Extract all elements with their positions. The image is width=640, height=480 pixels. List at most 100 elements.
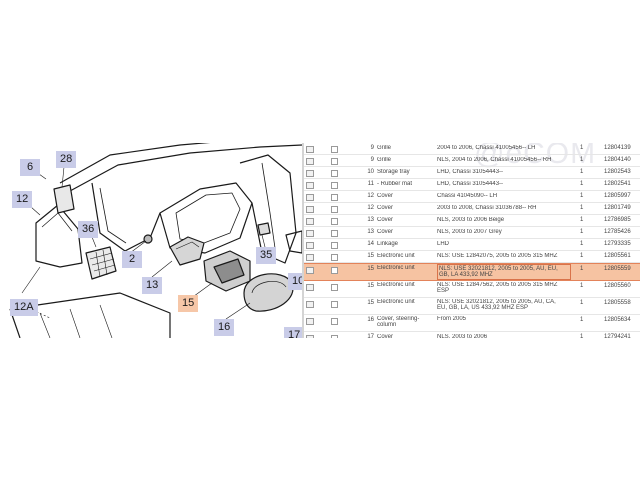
row-view-icon[interactable] [306, 146, 314, 153]
row-quantity: 1 [580, 157, 584, 163]
row-part-name: Grille [377, 145, 392, 151]
row-remark: NLS: USE 12847562, 2005 to 2005 315 MHZ … [437, 282, 558, 294]
row-position: 15 [367, 266, 374, 272]
callout-16[interactable]: 16 [214, 319, 235, 336]
row-view-icon[interactable] [306, 318, 314, 325]
row-view-icon[interactable] [306, 218, 314, 225]
row-quantity: 1 [580, 217, 584, 223]
row-view-icon[interactable] [306, 206, 314, 213]
row-select-checkbox[interactable] [331, 158, 338, 165]
row-select-checkbox[interactable] [331, 284, 338, 291]
row-part-number: 12785426 [604, 229, 631, 235]
row-position: 15 [367, 253, 374, 259]
row-remark: NLS, 2004 to 2006, Chassi 41005456-- RH [437, 157, 552, 163]
row-remark: NLS: USE 32021812, 2005 to 2005, AU, CA,… [437, 299, 556, 311]
panel-divider[interactable] [302, 143, 304, 338]
row-select-checkbox[interactable] [331, 170, 338, 177]
parts-catalog-view: 6 28 12 36 2 13 15 16 35 10 12A 17 @eCOM… [0, 143, 640, 338]
row-select-checkbox[interactable] [331, 230, 338, 237]
row-view-icon[interactable] [306, 284, 314, 291]
row-part-name: Cover [377, 334, 394, 338]
row-part-number: 12804139 [604, 145, 631, 151]
row-part-number: 12805560 [604, 283, 631, 289]
callout-12[interactable]: 12 [12, 191, 33, 208]
row-select-checkbox[interactable] [331, 267, 338, 274]
row-part-name: Electronic unit [377, 253, 415, 259]
row-part-name: Linkage [377, 241, 399, 247]
row-remark: Chassi 41045090-- LH [437, 193, 498, 199]
row-view-icon[interactable] [306, 267, 314, 274]
row-view-icon[interactable] [306, 242, 314, 249]
callout-10[interactable]: 10 [288, 273, 302, 290]
callout-15[interactable]: 15 [178, 295, 199, 312]
row-remark: LHD [437, 241, 450, 247]
row-part-number: 12805997 [604, 193, 631, 199]
row-view-icon[interactable] [306, 182, 314, 189]
row-remark: From 2005 [437, 316, 467, 322]
row-part-number: 12801749 [604, 205, 631, 211]
row-part-name: Cover, steering-column [377, 316, 420, 328]
row-remark: 2003 to 2008, Chassi 31036788-- RH [437, 205, 537, 211]
row-view-icon[interactable] [306, 158, 314, 165]
row-part-name: Electronic unit [377, 265, 415, 271]
row-view-icon[interactable] [306, 230, 314, 237]
row-position: 9 [370, 157, 374, 163]
row-view-icon[interactable] [306, 194, 314, 201]
row-position: 13 [367, 217, 374, 223]
row-select-checkbox[interactable] [331, 206, 338, 213]
row-position: 15 [367, 283, 374, 289]
row-position: 11 [367, 181, 374, 187]
callout-12a[interactable]: 12A [10, 299, 38, 316]
callout-35[interactable]: 35 [256, 247, 277, 264]
row-remark: 2004 to 2006, Chassi 41005456-- LH [437, 145, 536, 151]
row-view-icon[interactable] [306, 301, 314, 308]
diagram-artwork [9, 143, 302, 338]
row-remark: NLS: USE 32021812, 2005 to 2005, AU, EU,… [437, 264, 571, 280]
row-part-number: 12793335 [604, 241, 631, 247]
row-part-name: Electronic unit [377, 299, 415, 305]
row-select-checkbox[interactable] [331, 146, 338, 153]
row-select-checkbox[interactable] [331, 242, 338, 249]
row-position: 13 [367, 229, 374, 235]
row-part-name: Electronic unit [377, 282, 415, 288]
callout-6[interactable]: 6 [20, 159, 40, 176]
row-quantity: 1 [580, 193, 584, 199]
row-view-icon[interactable] [306, 170, 314, 177]
row-select-checkbox[interactable] [331, 301, 338, 308]
letterbox-bottom [0, 338, 640, 480]
row-select-checkbox[interactable] [331, 194, 338, 201]
callout-17[interactable]: 17 [284, 327, 302, 338]
row-select-checkbox[interactable] [331, 254, 338, 261]
row-select-checkbox[interactable] [331, 335, 338, 338]
row-view-icon[interactable] [306, 254, 314, 261]
callout-2[interactable]: 2 [122, 251, 142, 268]
row-select-checkbox[interactable] [331, 182, 338, 189]
callout-36[interactable]: 36 [78, 221, 99, 238]
row-view-icon[interactable] [306, 335, 314, 338]
row-quantity: 1 [580, 169, 584, 175]
row-select-checkbox[interactable] [331, 318, 338, 325]
callout-28[interactable]: 28 [56, 151, 77, 168]
callout-13[interactable]: 13 [142, 277, 163, 294]
row-position: 15 [367, 300, 374, 306]
row-part-name: Cover [377, 229, 394, 235]
row-quantity: 1 [580, 334, 584, 338]
row-part-name: Cover [377, 193, 394, 199]
row-select-checkbox[interactable] [331, 218, 338, 225]
